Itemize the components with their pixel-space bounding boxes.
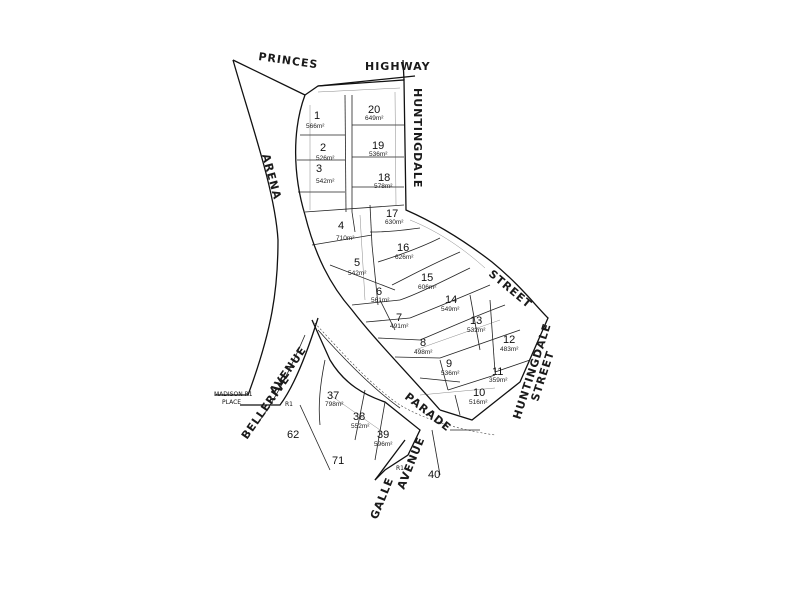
lot-6-num: 6 — [376, 286, 382, 298]
lot-16-num: 16 — [397, 242, 409, 254]
lot-3-area: 542m² — [316, 178, 335, 185]
lot-1-num: 1 — [314, 110, 320, 122]
parade-edge — [317, 329, 401, 409]
r1-galle: R1 — [396, 465, 404, 472]
lot-39-line — [374, 401, 386, 461]
lot-39-num: 39 — [377, 429, 389, 441]
lot-1-area: 566m² — [306, 123, 325, 130]
street-arena: ARENA — [259, 152, 284, 201]
lot-lines — [297, 94, 531, 416]
lot-62-line — [299, 404, 331, 471]
lot-4-num: 4 — [338, 220, 344, 232]
lot-38-line — [354, 389, 366, 441]
parade-line — [311, 319, 496, 436]
r1-bellerive: R1 — [285, 401, 293, 408]
lot-9-num: 9 — [446, 358, 452, 370]
street-street: STREET — [486, 267, 535, 311]
street-princes: PRINCES — [258, 50, 320, 71]
lot-10-area: 516m² — [469, 399, 488, 406]
lot-8-area: 498m² — [414, 349, 433, 356]
lot-18-num: 18 — [378, 172, 390, 184]
lot-37-num: 37 — [327, 390, 339, 402]
lot-17-area: 630m² — [385, 219, 404, 226]
lot-9-area: 536m² — [441, 370, 460, 377]
lot-18-area: 578m² — [374, 183, 393, 190]
lot-14-area: 549m² — [441, 306, 460, 313]
lot-11-num: 11 — [492, 366, 503, 378]
lot-71-num: 71 — [332, 455, 344, 467]
lot-40-num: 40 — [428, 469, 440, 481]
lot-16-area: 626m² — [395, 254, 414, 261]
lot-2-num: 2 — [320, 142, 326, 154]
lot-3-num: 3 — [316, 163, 322, 175]
lot-labels: 1 566m² 2 526m² 3 542m² 4 710m² 5 542m² … — [306, 104, 519, 448]
lot-5-area: 542m² — [348, 270, 367, 277]
street-huntingdale-top: HUNTINGDALE — [411, 88, 424, 188]
inner-block-boundary — [294, 94, 441, 411]
lot-37-area: 798m² — [325, 401, 344, 408]
lot-5-num: 5 — [354, 257, 360, 269]
highway-vertical — [402, 59, 405, 81]
dimension-marks — [309, 87, 501, 431]
outer-block-boundary — [304, 79, 549, 421]
lot-15-area: 606m² — [418, 284, 437, 291]
lot-7-num: 7 — [396, 312, 402, 324]
lot-12-area: 483m² — [500, 346, 519, 353]
bellerive-line — [240, 317, 319, 406]
lot-13-num: 13 — [470, 315, 482, 327]
lot-4-area: 710m² — [336, 235, 355, 242]
street-place: PLACE — [222, 399, 241, 406]
lot-14-num: 14 — [445, 294, 457, 306]
lot-7-area: 491m² — [390, 323, 409, 330]
lot-38-area: 552m² — [351, 423, 370, 430]
lot-20-area: 649m² — [365, 115, 384, 122]
lot-6-area: 561m² — [371, 297, 390, 304]
lot-37-line — [318, 359, 326, 426]
lot-11-area: 359m² — [489, 377, 508, 384]
bellerive-inner-line — [259, 334, 306, 421]
lot-8-num: 8 — [420, 337, 426, 349]
galle-edge — [431, 429, 441, 476]
street-galle-avenue: AVENUE — [395, 435, 428, 491]
arena-boundary — [215, 59, 279, 396]
lot-12-num: 12 — [503, 334, 515, 346]
princes-highway-line — [232, 59, 306, 96]
street-highway: HIGHWAY — [365, 60, 431, 73]
lot-19-area: 536m² — [369, 151, 388, 158]
street-avenue: AVENUE — [267, 344, 309, 397]
lot-19-num: 19 — [372, 140, 384, 152]
lot-13-area: 532m² — [467, 327, 486, 334]
lot-20-num: 20 — [368, 104, 380, 116]
galle-line — [374, 439, 406, 481]
lot-10-num: 10 — [473, 387, 485, 399]
street-galle: GALLE — [368, 475, 397, 521]
lots-37-39-boundary — [311, 319, 421, 481]
lot-2-area: 526m² — [316, 155, 335, 162]
lot-17-num: 17 — [386, 208, 398, 220]
street-madison: MADISON R1 — [214, 391, 253, 398]
lot-15-num: 15 — [421, 272, 433, 284]
lot-38-num: 38 — [353, 411, 365, 423]
lot-62-num: 62 — [287, 429, 299, 441]
lot-39-area: 596m² — [374, 441, 393, 448]
